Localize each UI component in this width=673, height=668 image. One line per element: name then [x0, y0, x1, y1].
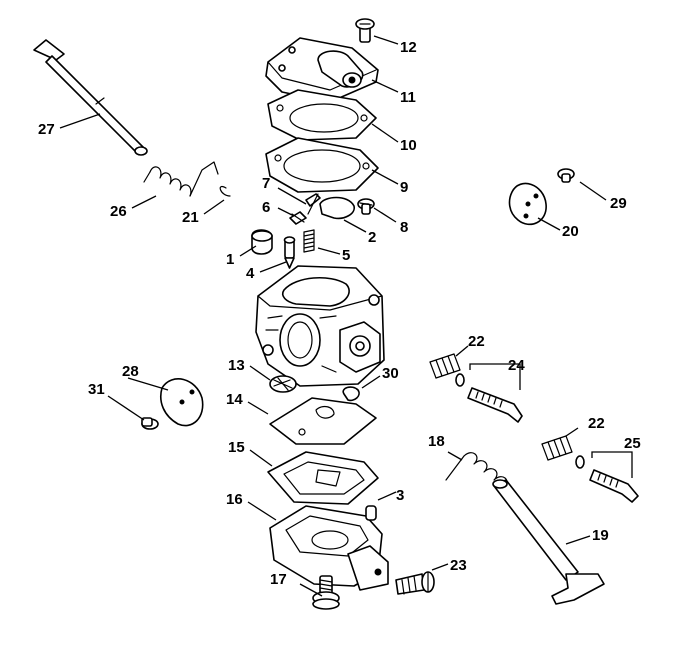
part-30-clip	[342, 386, 360, 402]
part-2-lever	[319, 196, 355, 220]
callout-9: 9	[400, 179, 408, 196]
callout-6: 6	[262, 199, 270, 216]
part-15-gasket-frame	[267, 451, 379, 505]
callout-28: 28	[122, 363, 139, 380]
part-16-housing	[269, 505, 389, 591]
callout-25: 25	[624, 435, 641, 452]
callout-2: 2	[368, 229, 376, 246]
part-19-shaft	[492, 479, 605, 605]
callout-22-upper: 22	[468, 333, 485, 350]
part-21-circlip	[219, 186, 231, 197]
callout-30: 30	[382, 365, 399, 382]
part-6-spring-clip	[289, 211, 307, 225]
callout-17: 17	[270, 571, 287, 588]
callout-19: 19	[592, 527, 609, 544]
part-26-spring	[143, 161, 219, 197]
part-27-shaft	[33, 39, 148, 156]
leader-lines	[59, 35, 633, 597]
part-22-spring-upper	[429, 353, 461, 379]
part-8-screw	[357, 198, 375, 215]
part-7-pin	[305, 193, 321, 215]
part-12-screw	[355, 18, 375, 43]
callout-29: 29	[610, 195, 627, 212]
callout-23: 23	[450, 557, 467, 574]
part-9-diaphragm	[265, 137, 379, 193]
callout-5: 5	[342, 247, 350, 264]
part-11-cover	[265, 37, 379, 103]
callout-8: 8	[400, 219, 408, 236]
part-4-needle	[283, 236, 296, 269]
callout-31: 31	[88, 381, 105, 398]
part-29-screw	[557, 168, 575, 183]
part-22-spring-lower	[541, 435, 573, 461]
callout-24: 24	[508, 357, 525, 374]
part-13-screen	[269, 375, 297, 393]
callout-4: 4	[246, 265, 255, 282]
callout-13: 13	[228, 357, 245, 374]
part-1-plug	[251, 229, 273, 255]
callout-26: 26	[110, 203, 127, 220]
callout-14: 14	[226, 391, 243, 408]
callout-18: 18	[428, 433, 445, 450]
callout-22-lower: 22	[588, 415, 605, 432]
part-28-plate	[160, 378, 204, 427]
callout-15: 15	[228, 439, 245, 456]
part-17-screw	[312, 575, 340, 610]
callout-27: 27	[38, 121, 55, 138]
part-25-needle-assembly	[575, 455, 639, 503]
callout-20: 20	[562, 223, 579, 240]
part-3-pin	[365, 505, 377, 521]
callout-3: 3	[396, 487, 404, 504]
part-24-needle-assembly	[455, 373, 523, 423]
part-31-screw	[141, 417, 159, 430]
callout-7: 7	[262, 175, 270, 192]
part-5-spring	[303, 229, 315, 253]
part-23-screw	[395, 571, 435, 595]
part-20-plate	[508, 182, 547, 226]
part-10-gasket	[267, 89, 377, 141]
callout-1: 1	[226, 251, 234, 268]
callout-21: 21	[182, 209, 199, 226]
part-14-gasket	[269, 397, 377, 445]
callout-16: 16	[226, 491, 243, 508]
callout-labels: 12 11 10 9 8 2 7 6 1 4 5 13 14 15 16 3 1…	[38, 39, 641, 588]
callout-12: 12	[400, 39, 417, 56]
carburetor-body	[255, 265, 385, 387]
callout-11: 11	[400, 89, 416, 106]
callout-10: 10	[400, 137, 417, 154]
